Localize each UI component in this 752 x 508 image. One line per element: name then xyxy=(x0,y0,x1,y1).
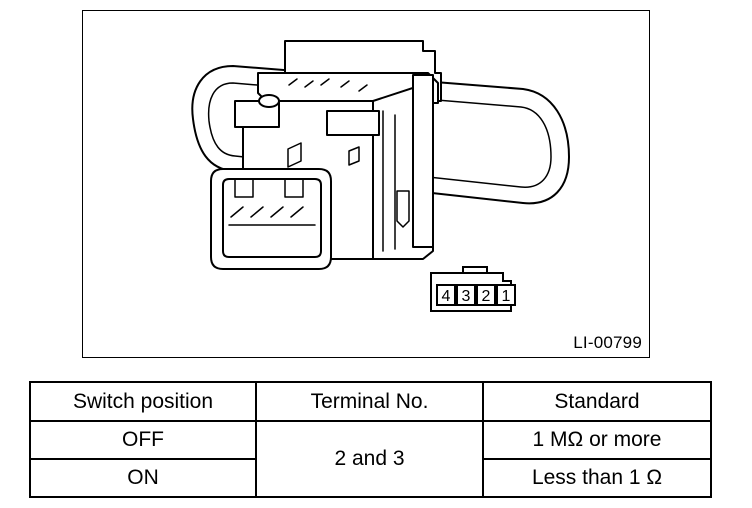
inspection-spec-table: Switch position Terminal No. Standard OF… xyxy=(29,381,712,498)
header-standard: Standard xyxy=(482,381,712,422)
switch-connector-drawing: 4 3 2 1 xyxy=(191,40,570,312)
table-header-row: Switch position Terminal No. Standard xyxy=(29,381,712,422)
plug-socket-outer xyxy=(210,168,332,270)
terminal-numbers: 4 3 2 1 xyxy=(442,288,511,305)
standard-off: 1 MΩ or more xyxy=(482,420,712,460)
terminal-layout-inset xyxy=(430,266,516,312)
rear-housing xyxy=(412,74,434,248)
connector-illustration-frame: 4 3 2 1 LI-00799 xyxy=(82,10,650,358)
terminal-label: 1 xyxy=(502,288,511,305)
table-row: ON Less than 1 Ω xyxy=(29,458,712,498)
terminal-label: 4 xyxy=(442,288,451,305)
header-terminal-no: Terminal No. xyxy=(255,381,484,422)
terminal-label: 3 xyxy=(462,288,471,305)
header-switch-position: Switch position xyxy=(29,381,257,422)
terminal-label: 2 xyxy=(482,288,491,305)
switch-position-off: OFF xyxy=(29,420,257,460)
table-row: OFF 2 and 3 1 MΩ or more xyxy=(29,420,712,498)
mounting-loop-outer xyxy=(191,65,570,205)
switch-position-on: ON xyxy=(29,458,257,498)
plug-socket-inner xyxy=(222,178,322,258)
standard-on: Less than 1 Ω xyxy=(482,458,712,498)
mounting-loop-inner xyxy=(207,82,552,188)
boss-right xyxy=(326,110,380,136)
figure-id-label: LI-00799 xyxy=(573,333,642,352)
terminal-pair: 2 and 3 xyxy=(255,420,484,498)
